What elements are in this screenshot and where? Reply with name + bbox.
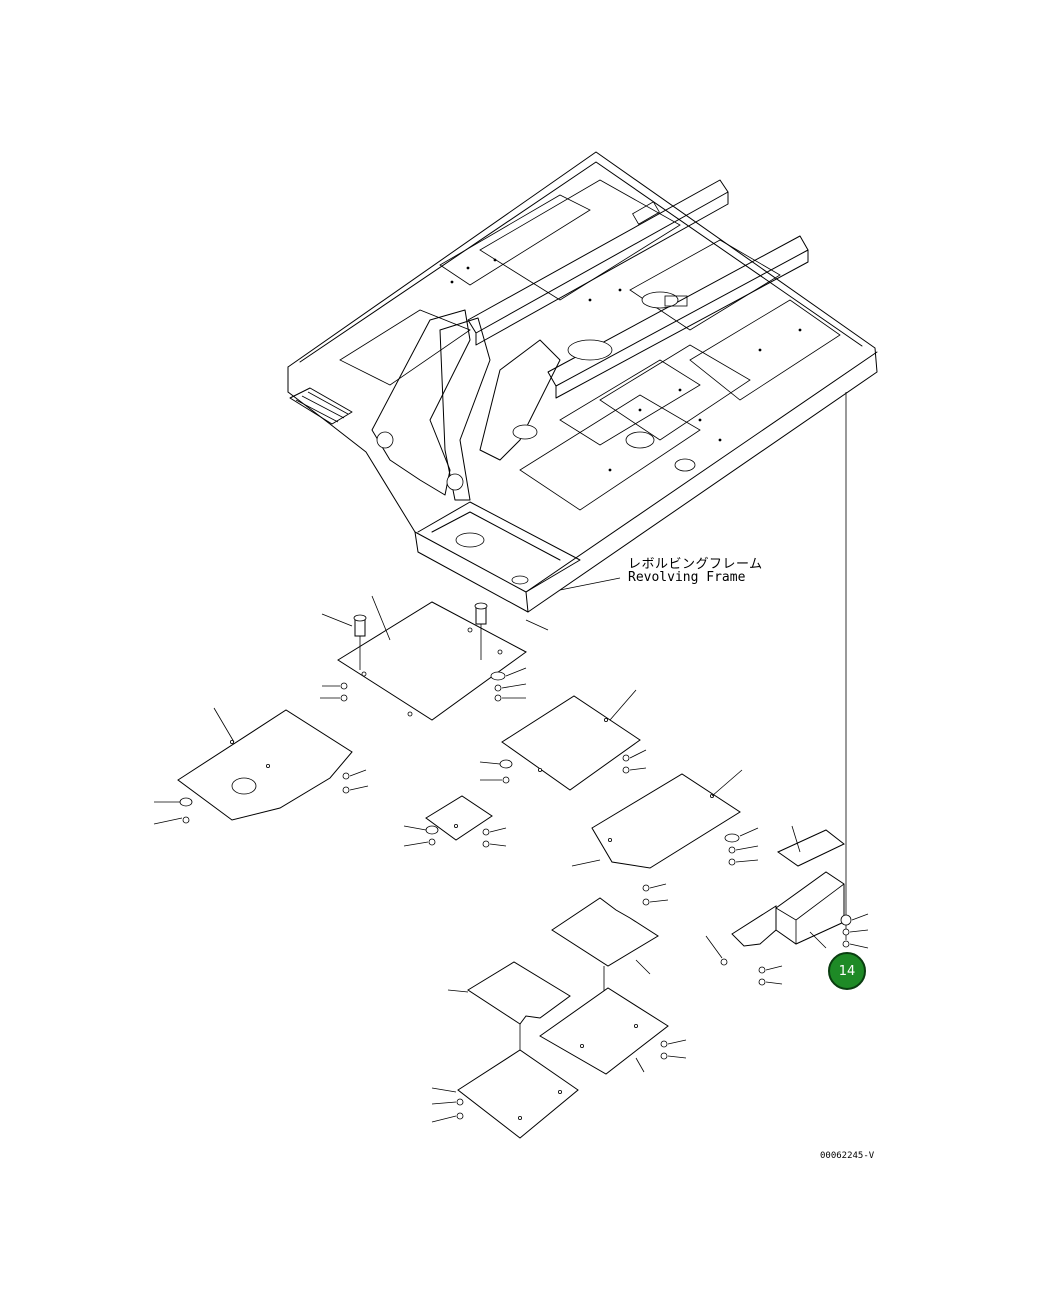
- cover-plate: [501, 689, 641, 791]
- cover-plate: [539, 987, 669, 1075]
- cover-plate: [425, 795, 493, 841]
- frame-label-japanese: レボルビングフレーム: [628, 557, 763, 572]
- mounting-pin: [321, 613, 367, 670]
- revolving-frame: [287, 151, 878, 613]
- cover-plate: [571, 769, 743, 869]
- mounting-pin: [474, 602, 488, 660]
- cover-plate: [337, 595, 549, 721]
- part-callout-badge[interactable]: 14: [828, 952, 866, 990]
- cover-plate: [177, 707, 353, 821]
- drawing-number: 00062245-V: [820, 1151, 875, 1161]
- frame-label-english: Revolving Frame: [628, 570, 746, 585]
- cover-plate: [457, 1049, 579, 1139]
- battery-box: [731, 825, 845, 949]
- bolt-washer-set: [153, 667, 869, 1123]
- frame-label-leader: [559, 577, 621, 591]
